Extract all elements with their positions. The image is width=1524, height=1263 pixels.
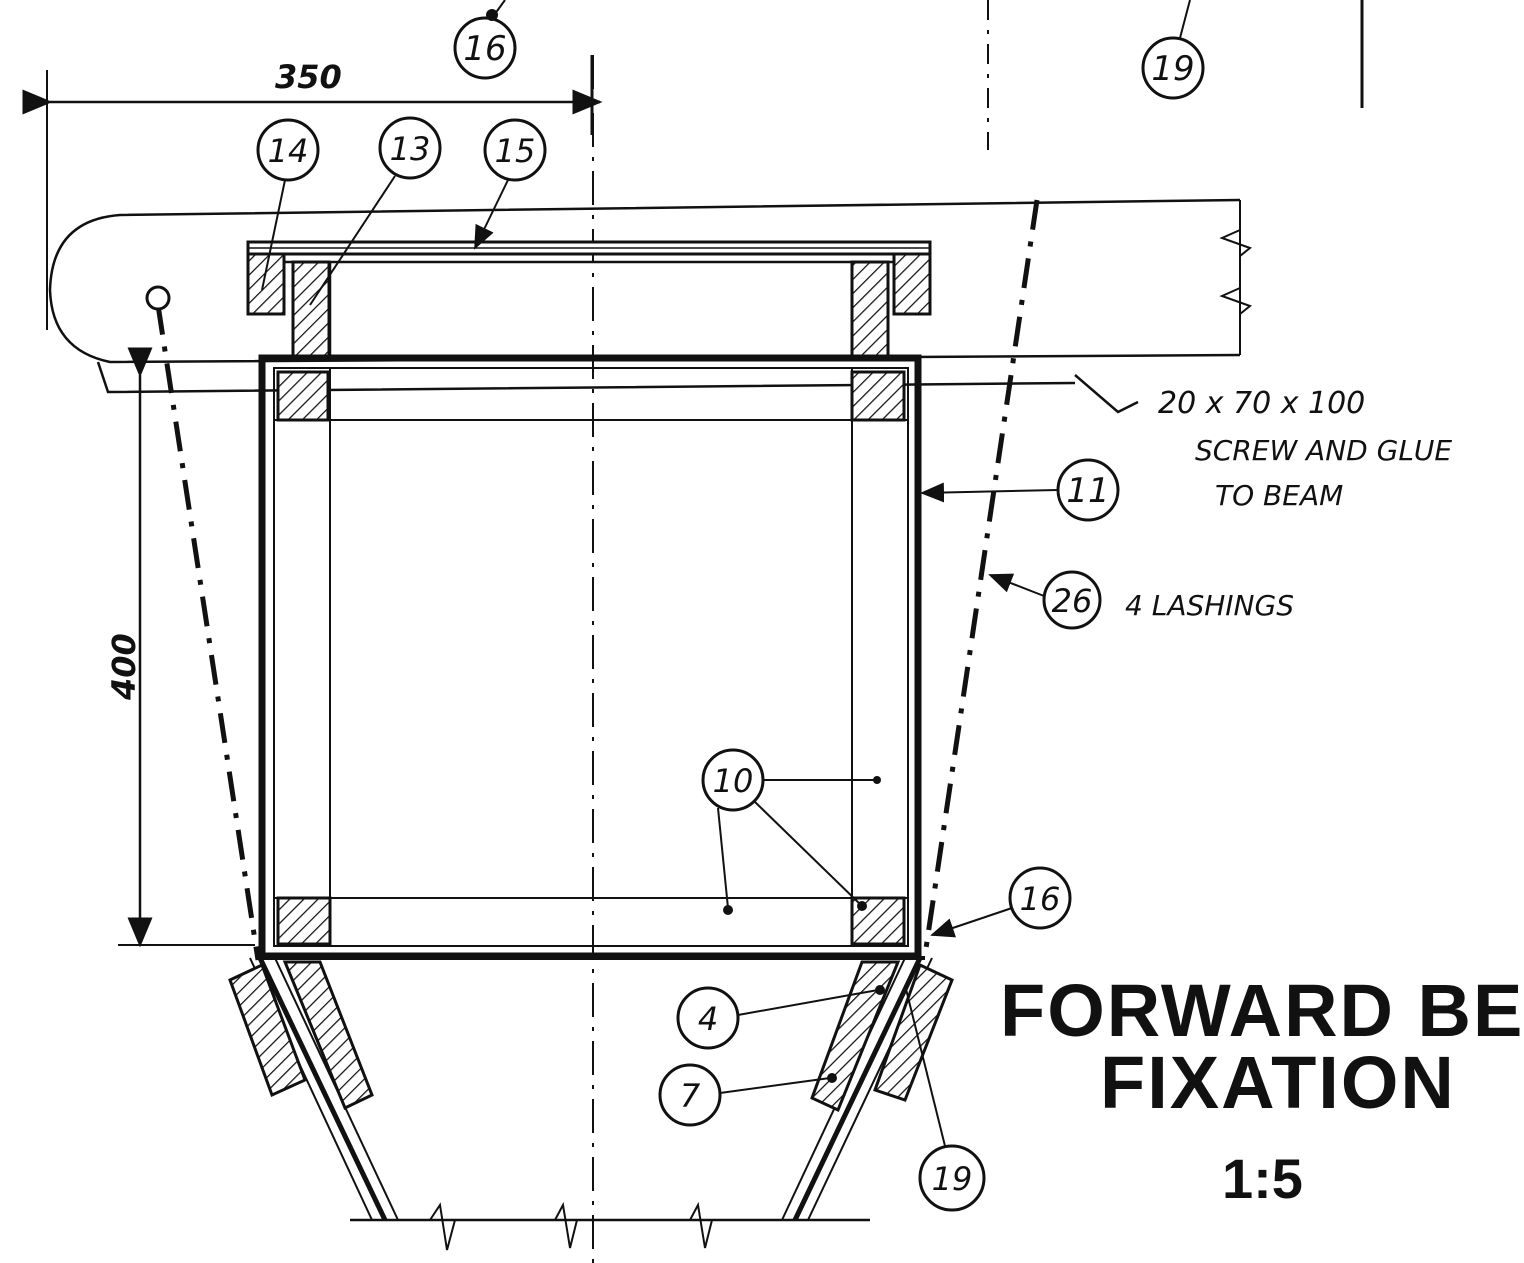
lashings-note: 4 LASHINGS [1125,589,1294,622]
drawing-title-line1: FORWARD BEA [1000,969,1524,1052]
balloon-11: 11 [920,458,1120,522]
svg-text:19: 19 [932,1160,973,1198]
cleat-left-inner [291,260,331,360]
balloon-15: 15 [474,118,547,250]
svg-text:15: 15 [495,132,536,170]
lashing-eye [145,285,171,311]
balloon-26: 26 [988,570,1102,630]
stringer-left-outer [228,962,307,1098]
svg-text:16: 16 [463,29,506,69]
svg-text:14: 14 [268,132,309,170]
height-dimension-label: 400 [105,633,143,701]
svg-text:7: 7 [680,1077,701,1115]
balloon-4: 4 [676,985,885,1050]
hull-left-side [257,956,388,1222]
drawing-title-line2: FIXATION [1100,1041,1456,1124]
lashing-left [155,304,261,961]
stringer-right-inner [810,960,901,1113]
balloon-10: 10 [701,748,881,915]
screw-glue-note: SCREW AND GLUE [1195,434,1452,467]
block-size-note: 20 x 70 x 100 [1158,386,1365,421]
balloon-7: 7 [658,1063,837,1127]
stringer-left-inner [282,960,374,1111]
lashing-right [922,199,1040,956]
cleat-right-outer [892,252,932,316]
to-beam-note: TO BEAM [1215,479,1343,512]
balloon-16-bottom: 16 [930,866,1072,938]
balloon-16-top: 16 [453,0,517,80]
corner-block-top-left [276,370,330,422]
drawing-scale: 1:5 [1222,1147,1303,1210]
svg-text:19: 19 [1151,49,1194,89]
beam-outline [48,198,1241,364]
balloon-19-bottom: 19 [904,984,986,1212]
svg-text:11: 11 [1066,471,1109,511]
cleat-right-inner [850,260,890,360]
bottom-break-marks [429,1201,713,1251]
balloon-19-top: 19 [1141,0,1205,100]
hull-right-side [792,956,923,1222]
beam-lower-outline [96,361,1076,394]
corner-block-top-right [850,370,906,422]
corner-block-bottom-left [276,896,332,946]
balloon-14: 14 [256,118,320,291]
svg-text:4: 4 [698,1000,718,1038]
svg-text:13: 13 [390,130,431,168]
width-dimension-label: 350 [275,58,342,96]
block-leader [1074,374,1139,414]
box-frame-inner [273,367,909,947]
stringer-right-outer [873,962,954,1102]
svg-text:16: 16 [1020,880,1061,918]
balloon-13: 13 [309,116,442,306]
svg-text:26: 26 [1052,582,1093,620]
beam-break-mark-2 [1219,287,1253,315]
svg-text:10: 10 [713,762,754,800]
beam-break-mark [1219,229,1253,257]
corner-block-bottom-right [850,896,906,946]
box-frame-outer [258,354,922,960]
cleat-left-outer [246,252,286,316]
